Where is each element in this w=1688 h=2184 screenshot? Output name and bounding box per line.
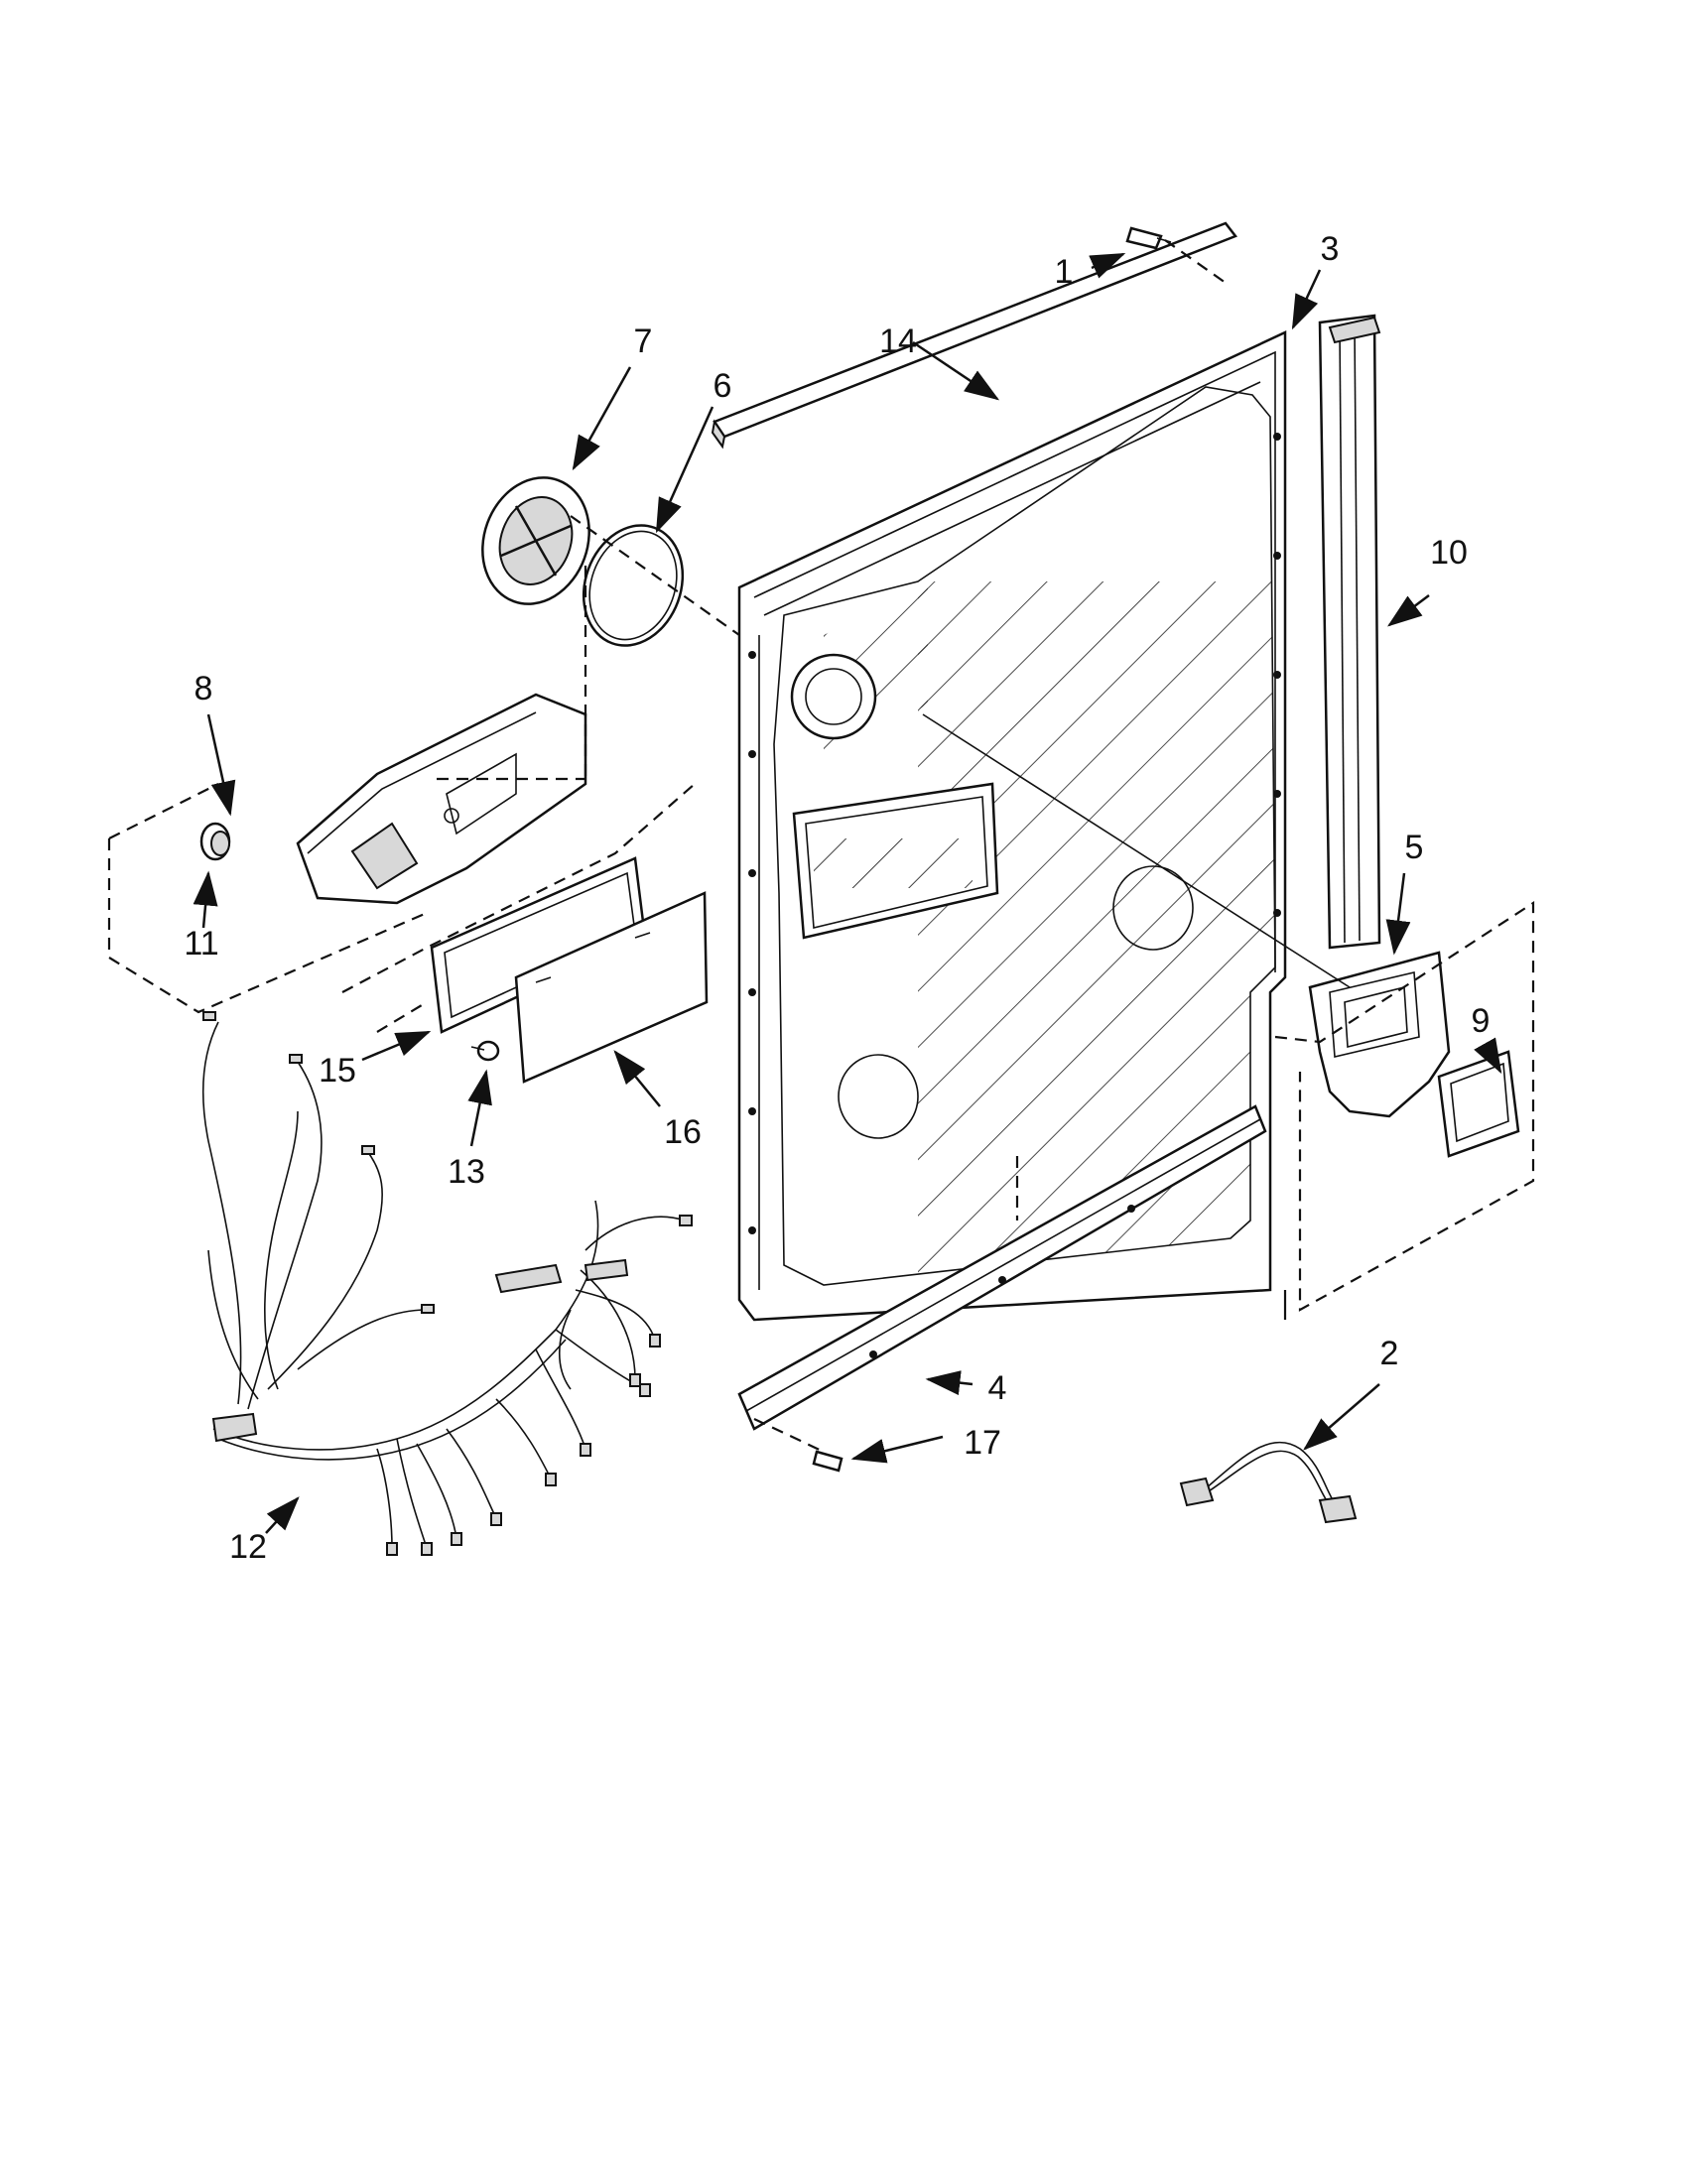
callout-17: 17 — [964, 1424, 1001, 1462]
callout-16: 16 — [664, 1113, 702, 1151]
bottom-trim-strip — [737, 1104, 1267, 1431]
callout-12: 12 — [229, 1528, 267, 1566]
vent-housing — [481, 476, 590, 605]
dispenser-screw — [470, 1040, 500, 1062]
side-trim-strip — [1318, 314, 1381, 950]
screw-bottom — [812, 1450, 844, 1473]
callout-6: 6 — [714, 367, 732, 405]
callout-15: 15 — [319, 1052, 356, 1090]
callout-3: 3 — [1321, 230, 1340, 268]
screw-top — [1125, 226, 1172, 250]
callout-9: 9 — [1472, 1002, 1491, 1040]
jumper-harness — [1179, 1441, 1358, 1524]
callout-labels: 1 2 3 4 5 6 7 8 9 10 11 12 13 14 15 16 1… — [184, 230, 1490, 1566]
dispenser-assembly — [296, 693, 587, 905]
wire-harness — [202, 1011, 693, 1556]
callout-1: 1 — [1055, 253, 1074, 291]
panel-screw-holes — [748, 433, 1281, 1234]
callout-4: 4 — [988, 1369, 1007, 1407]
callout-13: 13 — [448, 1153, 485, 1191]
vent-duct — [1308, 951, 1451, 1118]
callout-8: 8 — [195, 670, 213, 707]
inner-door-panel — [737, 330, 1287, 1322]
callout-7: 7 — [634, 322, 653, 360]
callout-14: 14 — [879, 322, 917, 360]
callout-5: 5 — [1405, 829, 1424, 866]
dispenser-cover-plate — [514, 891, 709, 1084]
callout-10: 10 — [1430, 534, 1468, 572]
vent-gasket — [582, 524, 685, 647]
callout-11: 11 — [184, 925, 218, 963]
explosion-lines — [107, 239, 1535, 1453]
vent-duct-gasket — [1437, 1050, 1520, 1158]
callout-2: 2 — [1380, 1335, 1399, 1372]
leader-arrows — [193, 252, 1502, 1534]
rinse-aid-cap — [199, 822, 231, 861]
